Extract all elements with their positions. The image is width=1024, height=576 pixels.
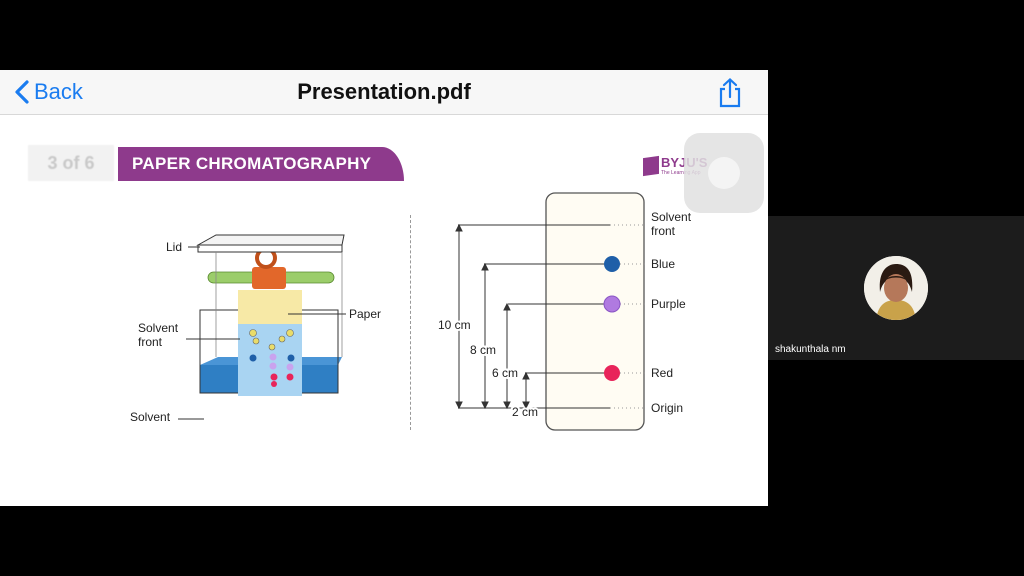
brand-mark [643,155,659,177]
person-avatar-icon [864,256,928,320]
paper-strip [238,290,302,324]
label-solvent-front-line2: front [138,335,163,349]
back-label: Back [34,79,83,104]
lid [196,234,345,246]
document-title: Presentation.pdf [297,79,471,104]
lid-front [197,244,343,253]
distance-2cm: 2 cm [512,405,538,419]
slide-title: PAPER CHROMATOGRAPHY [118,147,404,181]
label-solvent: Solvent [130,410,171,424]
participant-name: shakunthala nm [775,344,846,355]
purple-spot [603,295,621,313]
spot-red [270,373,278,381]
spot-red [286,373,294,381]
label-paper: Paper [349,307,381,321]
slide-page: 3 of 6 PAPER CHROMATOGRAPHY BYJU'S The L… [0,115,768,506]
arrowhead [503,401,511,410]
chromatogram-strip-diagram: 10 cm 8 cm 6 cm 2 cm Solvent front Blue … [436,192,692,431]
spot-yellow [278,335,286,343]
navigation-bar: Back Presentation.pdf [0,70,768,115]
chevron-left-icon [15,80,29,104]
participant-video-tile[interactable]: shakunthala nm [768,216,1024,360]
label-lid: Lid [166,240,182,254]
label-blue: Blue [651,257,675,271]
arrowhead [481,401,489,410]
chromatography-apparatus-diagram: Lid Paper Solvent front Solvent [130,234,381,424]
share-button[interactable] [716,77,744,109]
spot-purple [286,363,294,371]
diagram-divider [410,215,411,430]
participant-avatar [864,256,928,320]
arrowhead [455,223,463,232]
label-red: Red [651,366,673,380]
clip [252,267,286,289]
label-solvent-front-line1: Solvent [138,321,179,335]
spot-blue [287,354,295,362]
floating-assistive-button[interactable] [684,133,764,213]
spot-yellow [249,329,257,337]
arrowhead [481,262,489,271]
brand-tagline: The Learning App [661,170,701,176]
label-solvent-front-line1: Solvent [651,210,692,224]
distance-6cm: 6 cm [492,366,518,380]
spot-yellow [268,343,276,351]
chromatogram-strip [545,192,645,431]
distance-8cm: 8 cm [470,343,496,357]
blue-spot [604,256,620,272]
spot-yellow [286,329,294,337]
red-spot [604,365,620,381]
spot-blue [249,354,257,362]
back-button[interactable]: Back [14,77,83,107]
arrowhead [522,401,530,410]
label-purple: Purple [651,297,686,311]
share-icon [719,78,741,108]
label-solvent-front-line2: front [651,224,676,238]
arrowhead [522,371,530,380]
label-origin: Origin [651,401,683,415]
spot-yellow [252,337,260,345]
spot-purple [269,362,277,370]
distance-10cm: 10 cm [438,318,471,332]
pdf-viewer: Back Presentation.pdf 3 of 6 PAPER CHROM… [0,70,768,506]
arrowhead [503,302,511,311]
page-indicator: 3 of 6 [28,145,114,181]
arrowhead [455,401,463,410]
spot-purple [269,353,277,361]
spot-red [271,381,277,387]
